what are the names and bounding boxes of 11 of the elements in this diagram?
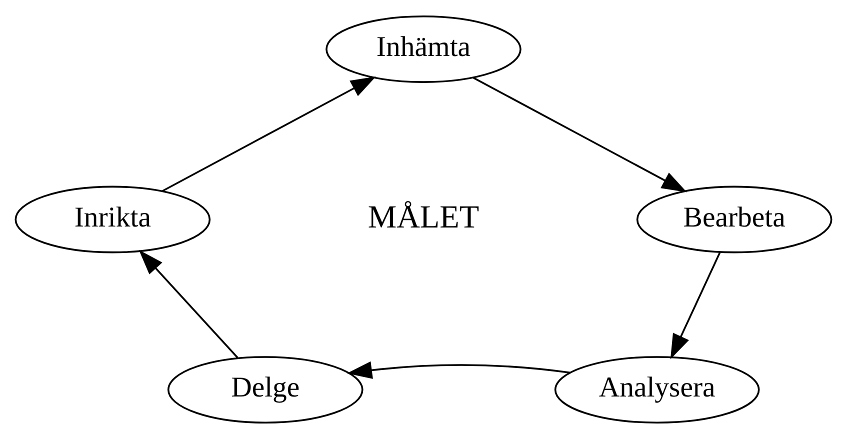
- node-ellipse: Inrikta: [14, 185, 211, 253]
- label: MÅLET: [368, 198, 480, 234]
- node-ellipse: Delge: [167, 356, 364, 424]
- arrow: [138, 249, 238, 358]
- node-ellipse: Analysera: [554, 356, 760, 424]
- node-ellipse: Inhämta: [326, 15, 522, 82]
- arrow: [162, 76, 376, 192]
- node-ellipse: Bearbeta: [636, 185, 832, 253]
- arrow: [670, 252, 721, 359]
- arrow: [473, 76, 687, 192]
- arrow: [346, 360, 570, 378]
